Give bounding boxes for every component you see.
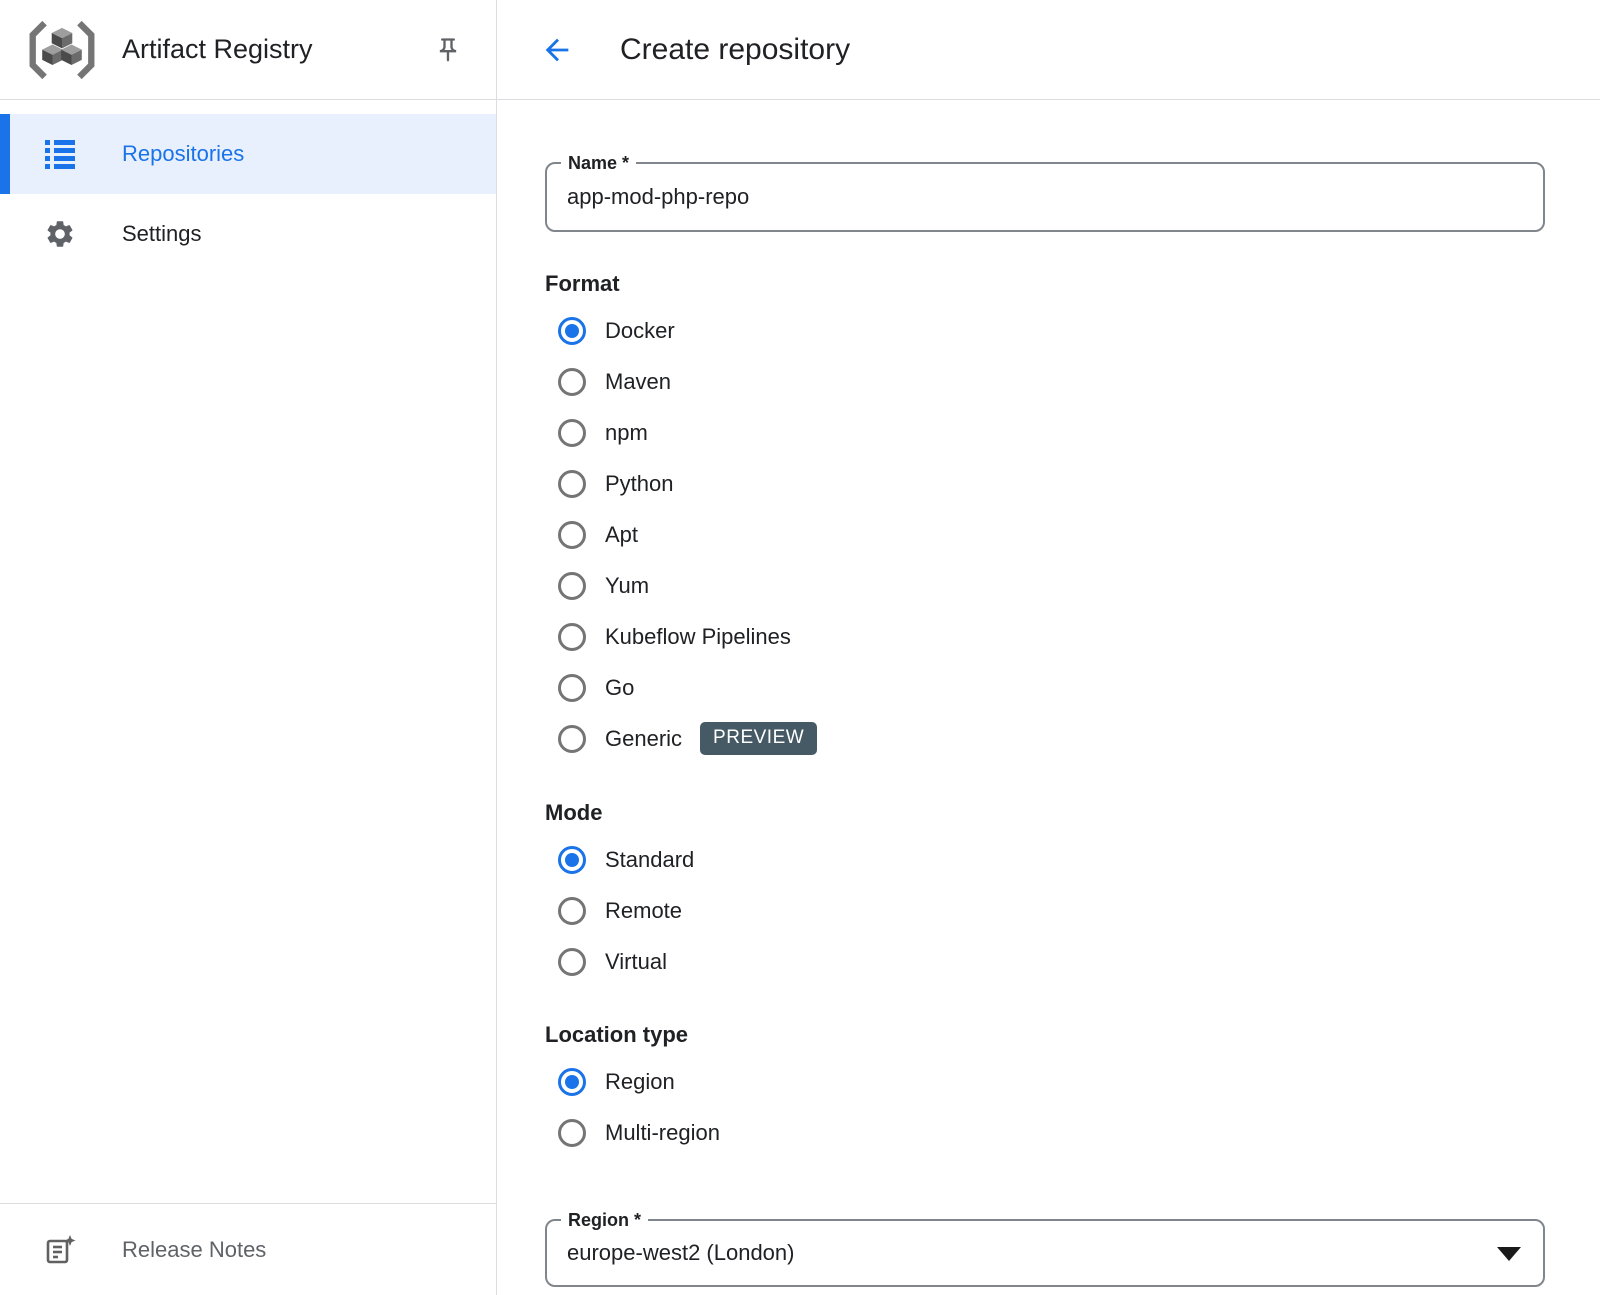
- radio-icon: [558, 1118, 586, 1147]
- preview-badge: PREVIEW: [700, 722, 818, 755]
- page-title: Create repository: [620, 32, 851, 66]
- page-header: Create repository: [497, 0, 1600, 100]
- radio-label: Multi-region: [605, 1119, 720, 1145]
- radio-label: Docker: [605, 317, 675, 343]
- radio-icon: [558, 316, 586, 345]
- list-icon: [45, 140, 75, 169]
- name-field-label: Name *: [561, 152, 637, 174]
- format-option-apt[interactable]: Apt: [545, 509, 638, 560]
- radio-label: Generic: [605, 725, 683, 751]
- radio-icon: [558, 367, 586, 396]
- create-repository-form: Name * Format Docker Maven npm: [497, 152, 1600, 1287]
- sidebar-nav: Repositories Settings: [0, 114, 496, 274]
- radio-label: Python: [605, 470, 674, 496]
- radio-label: Standard: [605, 846, 695, 872]
- radio-label: Remote: [605, 897, 683, 923]
- radio-icon: [558, 469, 586, 498]
- sidebar: Artifact Registry Repositories: [0, 0, 497, 1295]
- format-option-python[interactable]: Python: [545, 458, 674, 509]
- radio-label: Apt: [605, 521, 639, 547]
- format-option-maven[interactable]: Maven: [545, 356, 671, 407]
- format-option-docker[interactable]: Docker: [545, 305, 675, 356]
- sidebar-title: Artifact Registry: [122, 34, 313, 64]
- radio-icon: [558, 571, 586, 600]
- radio-label: Kubeflow Pipelines: [605, 623, 791, 649]
- location-type-section: Location type Region Multi-region: [545, 1020, 1600, 1158]
- radio-label: Go: [605, 674, 635, 700]
- format-option-npm[interactable]: npm: [545, 407, 648, 458]
- radio-icon: [558, 622, 586, 651]
- pin-icon[interactable]: [434, 36, 462, 64]
- radio-icon: [558, 1067, 586, 1096]
- format-section: Format Docker Maven npm Python: [545, 269, 1600, 764]
- mode-section: Mode Standard Remote Virtual: [545, 798, 1600, 987]
- radio-label: Maven: [605, 368, 672, 394]
- location-option-multi-region[interactable]: Multi-region: [545, 1107, 720, 1158]
- radio-icon: [558, 896, 586, 925]
- back-arrow-icon[interactable]: [540, 33, 574, 67]
- sidebar-item-repositories[interactable]: Repositories: [0, 114, 496, 194]
- mode-option-virtual[interactable]: Virtual: [545, 936, 667, 987]
- mode-option-standard[interactable]: Standard: [545, 834, 694, 885]
- name-field: Name *: [545, 152, 1545, 232]
- sidebar-item-label: Settings: [122, 221, 202, 246]
- main-panel: Create repository Name * Format Docker M…: [497, 0, 1600, 1295]
- name-input[interactable]: [547, 184, 1477, 210]
- mode-option-remote[interactable]: Remote: [545, 885, 682, 936]
- release-notes-link[interactable]: Release Notes: [0, 1203, 496, 1295]
- sidebar-item-settings[interactable]: Settings: [0, 194, 496, 274]
- sidebar-item-label: Repositories: [122, 141, 245, 166]
- radio-label: Virtual: [605, 948, 667, 974]
- location-option-region[interactable]: Region: [545, 1056, 675, 1107]
- format-option-yum[interactable]: Yum: [545, 560, 649, 611]
- format-option-go[interactable]: Go: [545, 662, 634, 713]
- region-select-value: europe-west2 (London): [567, 1240, 795, 1265]
- format-heading: Format: [545, 271, 620, 296]
- caret-down-icon: [1497, 1247, 1521, 1261]
- radio-icon: [558, 418, 586, 447]
- release-notes-label: Release Notes: [122, 1236, 267, 1262]
- location-type-heading: Location type: [545, 1022, 689, 1047]
- radio-label: Yum: [605, 572, 650, 598]
- radio-icon: [558, 947, 586, 976]
- radio-icon: [558, 673, 586, 702]
- gear-icon: [47, 221, 73, 247]
- region-select-label: Region *: [561, 1209, 649, 1231]
- sidebar-header: Artifact Registry: [0, 0, 496, 100]
- radio-icon: [558, 520, 586, 549]
- release-notes-icon: [46, 1234, 76, 1263]
- format-option-kubeflow-pipelines[interactable]: Kubeflow Pipelines: [545, 611, 791, 662]
- artifact-registry-logo-icon: [29, 20, 95, 79]
- radio-icon: [558, 724, 586, 753]
- region-select[interactable]: Region * europe-west2 (London): [545, 1209, 1545, 1287]
- radio-label: Region: [605, 1068, 675, 1094]
- radio-label: npm: [605, 419, 648, 445]
- selected-indicator-bar: [0, 114, 10, 194]
- mode-heading: Mode: [545, 800, 603, 825]
- radio-icon: [558, 845, 586, 874]
- format-option-generic[interactable]: Generic PREVIEW: [545, 713, 818, 764]
